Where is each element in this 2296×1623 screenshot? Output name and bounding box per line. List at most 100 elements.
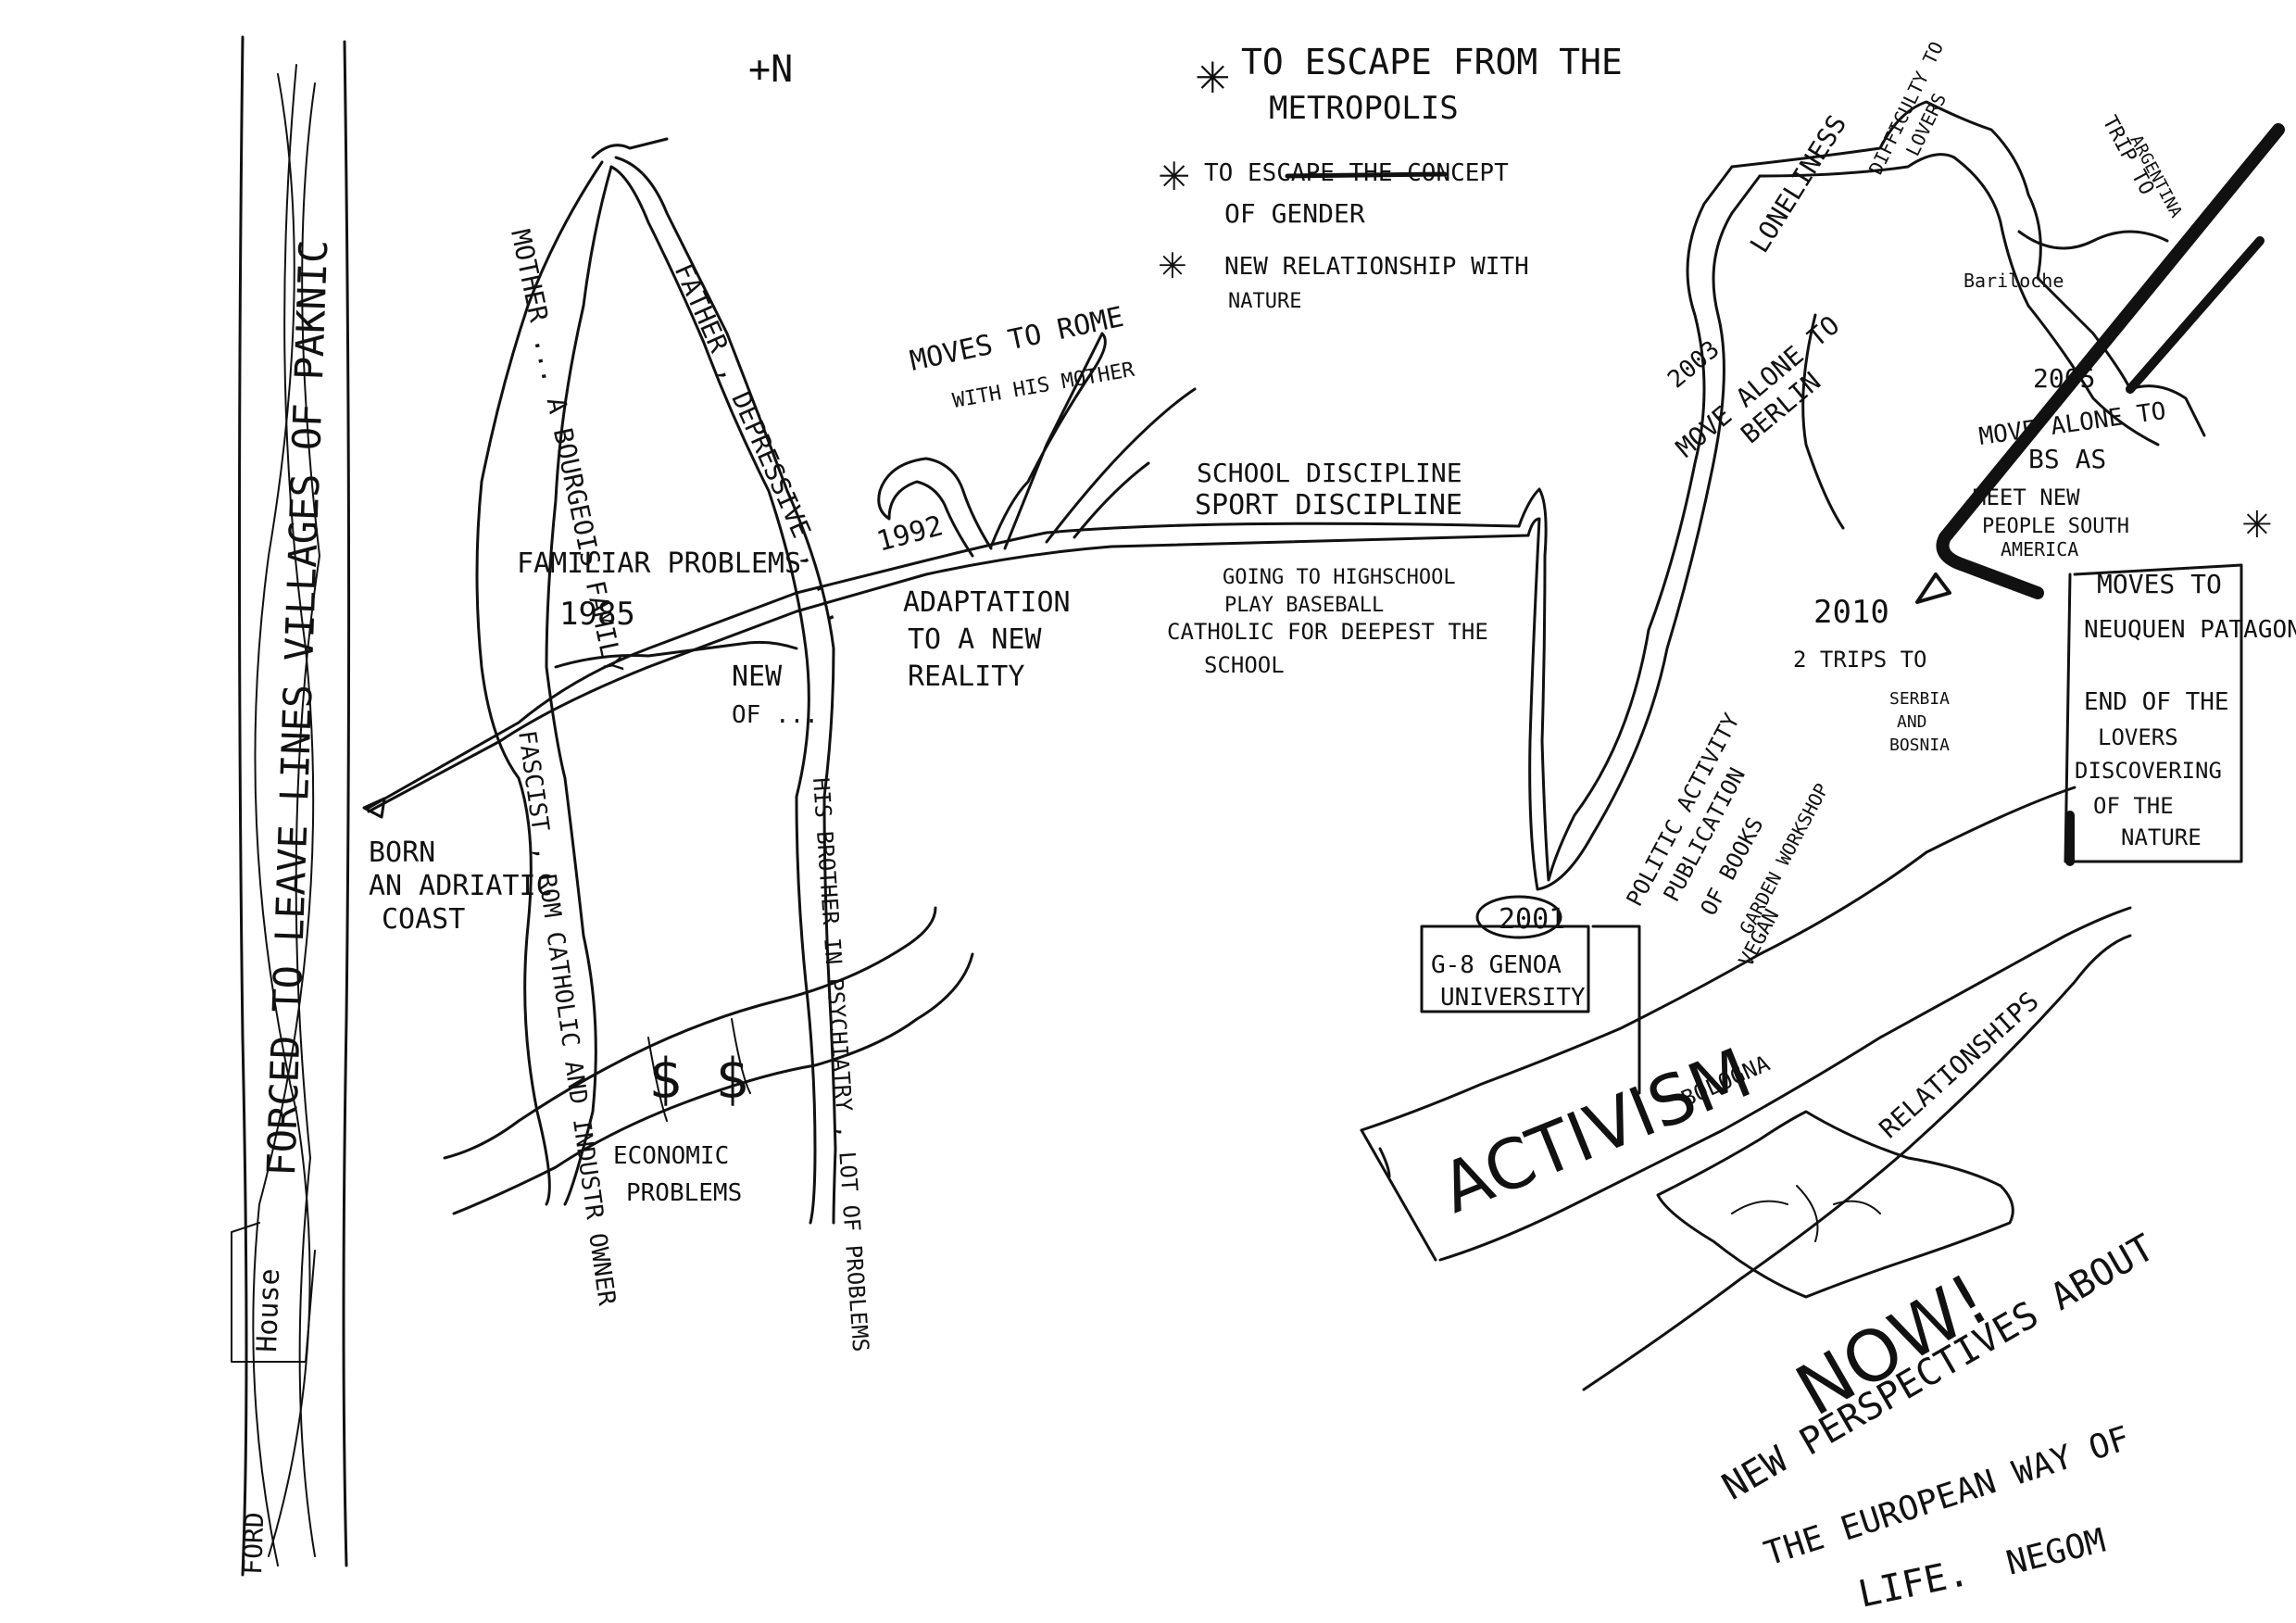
now-line3: LIFE.	[1855, 1552, 1973, 1617]
relationships-doodle	[1731, 1185, 1881, 1242]
road-top-right	[1730, 100, 2206, 437]
highschool-line3: CATHOLIC FOR DEEPEST THE	[1167, 619, 1488, 645]
relationships-word: RELATIONSHIPS	[1874, 986, 2045, 1144]
goal-2-crossout	[1285, 171, 1448, 179]
goal-1-line2: METROPOLIS	[1269, 90, 1459, 127]
activism-connector	[1591, 925, 1641, 1095]
road-start-dot	[362, 797, 386, 819]
serbia-line3: AND	[1897, 712, 1927, 732]
new-org-line1: NEW	[732, 661, 783, 693]
patagonia-line1: MOVES TO	[2097, 569, 2222, 599]
mother-right-edge	[545, 165, 613, 1206]
heavy-slash	[1936, 123, 2285, 599]
goal-3-line1: NEW RELATIONSHIP WITH	[1224, 253, 1529, 281]
family-problems-line1: FAMILIAR PROBLEMS	[517, 547, 801, 580]
road-lower-edge	[367, 534, 1530, 813]
bsas-line4: PEOPLE SOUTH	[1982, 515, 2129, 538]
timeline-road	[362, 100, 2206, 891]
goal-3-star: ✳	[1158, 245, 1187, 286]
heavy-slash-2	[2126, 236, 2265, 394]
school-line2: SPORT DISCIPLINE	[1195, 489, 1462, 522]
patagonia-line3: END OF THE	[2084, 688, 2229, 716]
new-org-line2: OF ...	[732, 701, 819, 729]
relationships-shape	[1582, 934, 2132, 1391]
birth-line2: AN ADRIATIC	[369, 870, 553, 902]
branch-fascist: FASCIST , ROM CATHOLIC AND INDUSTR OWNER	[512, 729, 621, 1308]
school-line1: SCHOOL DISCIPLINE	[1197, 458, 1462, 488]
activism-band-upper	[1360, 786, 2076, 1132]
economic-line2: PROBLEMS	[626, 1179, 742, 1207]
trip-place: Bariloche	[1964, 270, 2064, 292]
goal-1-star: ✳	[1195, 53, 1231, 103]
heavy-arrow-head	[1915, 572, 1951, 604]
activism-word: ACTIVISM	[1431, 1033, 1763, 1228]
patagonia-line5: DISCOVERING	[2075, 758, 2222, 784]
patagonia-line4: LOVERS	[2098, 724, 2178, 750]
rome-branches	[877, 332, 1197, 558]
patagonia-line7: NATURE	[2121, 824, 2202, 850]
strip-house-label: House	[251, 1268, 286, 1352]
economic-road-upper	[443, 906, 937, 1160]
loneliness-line1: LONELINESS	[1744, 109, 1852, 258]
strip-line-left	[238, 35, 248, 1577]
serbia-year: 2010	[1813, 594, 1889, 631]
genoa-line2: UNIVERSITY	[1440, 984, 1586, 1012]
road-right-up-1	[1517, 165, 1734, 882]
activism-band-end	[1360, 1128, 1437, 1262]
economic-symbol: $ $	[648, 1047, 748, 1112]
relationships-line-1	[1582, 934, 2132, 1391]
road-berlin-branch	[1801, 313, 1845, 530]
rome-branch-3	[1073, 461, 1150, 539]
goal-2-line2: OF GENDER	[1224, 198, 1365, 229]
bsas-year: 2005	[2033, 363, 2095, 394]
birth-line1: BORN	[369, 837, 435, 869]
serbia-line1: 2 TRIPS TO	[1793, 647, 1927, 673]
rome-line2: WITH HIS MOTHER	[951, 359, 1137, 413]
economic-road-lower	[452, 952, 974, 1215]
strip-house-box	[231, 1222, 316, 1363]
goals-list: ✳ TO ESCAPE FROM THE METROPOLIS ✳ TO ESC…	[1158, 42, 1623, 313]
goal-1-line1: TO ESCAPE FROM THE	[1241, 42, 1623, 82]
patagonia-star: ✳	[2241, 504, 2273, 547]
bsas-line2: BS AS	[2028, 444, 2106, 474]
bsas-line3: MEET NEW	[1973, 484, 2080, 510]
patagonia-box	[2064, 563, 2243, 866]
highschool-line1: GOING TO HIGHSCHOOL	[1223, 566, 1456, 589]
header-mark: +N	[748, 48, 793, 91]
road-bariloche	[2017, 230, 2169, 250]
road-top-right-2	[1758, 153, 2160, 447]
patagonia-line2: NEUQUEN PATAGONIA	[2084, 616, 2296, 644]
bsas-line5: AMERICA	[2001, 538, 2078, 560]
road-right-up-2	[1526, 174, 1762, 891]
strip-line-right	[342, 40, 351, 1567]
family-loop	[475, 137, 837, 1225]
strip-vertical-text: FORCED TO LEAVE LINES VILLAGES OF PAKNIC	[258, 239, 336, 1177]
strip-scribble-3	[295, 82, 320, 1557]
adaptation-line3: REALITY	[908, 661, 1024, 693]
rome-year: 1992	[873, 510, 947, 559]
activism-band	[1360, 786, 2132, 1262]
family-problems-crossroad	[554, 640, 798, 669]
mother-left-edge	[475, 160, 604, 1206]
loop-top	[591, 137, 669, 159]
left-strip: FORCED TO LEAVE LINES VILLAGES OF PAKNIC…	[231, 35, 351, 1577]
berlin-year: 2003	[1662, 335, 1725, 394]
genoa-line1: G-8 GENOA	[1431, 951, 1562, 979]
adaptation-line2: TO A NEW	[908, 623, 1042, 656]
patagonia-line6: OF THE	[2093, 793, 2174, 819]
strip-bottom-label: FORD	[237, 1512, 270, 1576]
father-left-edge	[609, 165, 817, 1225]
road-upper-edge	[367, 522, 1521, 810]
highschool-line2: PLAY BASEBALL	[1224, 594, 1384, 617]
highschool-line4: SCHOOL	[1204, 652, 1285, 678]
genoa-rect	[1420, 925, 1590, 1013]
now-signature: NEGOM	[2002, 1522, 2109, 1583]
family-problems-line2: 1985	[559, 596, 635, 633]
economic-line1: ECONOMIC	[613, 1142, 729, 1170]
birth-line3: COAST	[382, 903, 465, 936]
strip-scribble-2	[252, 64, 315, 1566]
goal-3-line2: NATURE	[1228, 290, 1301, 313]
economic-road	[443, 906, 974, 1215]
rome-hook	[877, 457, 993, 558]
